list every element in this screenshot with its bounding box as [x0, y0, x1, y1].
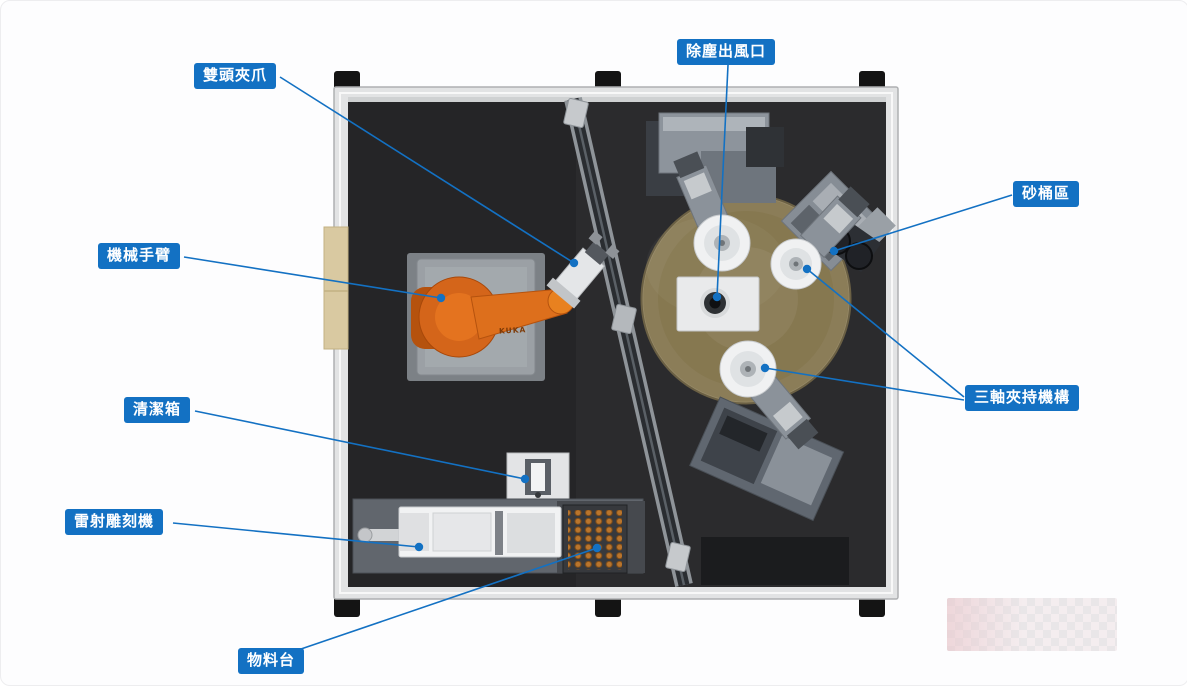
leader-dot-dust-outlet — [712, 292, 722, 302]
leader-dot-three-axis-2 — [760, 363, 770, 373]
label-laser-engraver: 雷射雕刻機 — [65, 509, 164, 535]
leader-lines — [172, 64, 1013, 650]
sander-machine-top — [646, 112, 784, 203]
sander-machine-bottom — [689, 396, 845, 522]
label-three-axis-clamp: 三軸夾持機構 — [965, 385, 1080, 411]
leader-line-dual-gripper — [279, 76, 575, 264]
leader-dot-laser-engraver — [414, 542, 424, 552]
watermark-mosaic — [947, 598, 1117, 651]
leader-dot-robot-arm — [436, 293, 446, 303]
robot-brand-text: KUKA — [499, 325, 527, 335]
storage-block — [701, 537, 849, 585]
clamp-station-c — [719, 340, 819, 450]
label-material-table: 物料台 — [238, 648, 305, 674]
leader-dot-material-table — [592, 543, 602, 553]
leader-line-material-table — [300, 547, 598, 650]
dust-outlet — [676, 276, 760, 332]
leader-line-robot-arm — [183, 256, 442, 299]
laser-engraver — [357, 506, 562, 558]
leader-line-three-axis-1 — [806, 268, 965, 398]
leader-dot-dual-gripper — [569, 258, 579, 268]
material-table — [562, 504, 628, 574]
leader-dot-sand-bucket — [829, 246, 839, 256]
leader-line-three-axis-2 — [764, 367, 965, 401]
clamp-station-a — [673, 151, 751, 272]
dual-gripper — [546, 230, 620, 309]
label-dual-gripper: 雙頭夾爪 — [194, 63, 277, 89]
leader-dot-three-axis-1 — [802, 264, 812, 274]
leader-line-cleaning-box — [194, 410, 526, 480]
laser-engraver-station — [352, 498, 645, 574]
side-panel — [323, 226, 349, 350]
diagonal-rail — [563, 96, 693, 588]
label-sand-bucket: 砂桶區 — [1013, 181, 1080, 207]
label-robot-arm: 機械手臂 — [98, 243, 181, 269]
leader-line-dust-outlet — [716, 64, 729, 298]
leader-dots — [414, 246, 839, 553]
leader-line-sand-bucket — [833, 194, 1013, 252]
label-cleaning-box: 清潔箱 — [124, 397, 191, 423]
leader-dot-cleaning-box — [520, 474, 530, 484]
leader-line-laser-engraver — [172, 522, 420, 548]
clamp-station-b — [770, 186, 870, 290]
label-dust-outlet: 除塵出風口 — [677, 39, 776, 65]
